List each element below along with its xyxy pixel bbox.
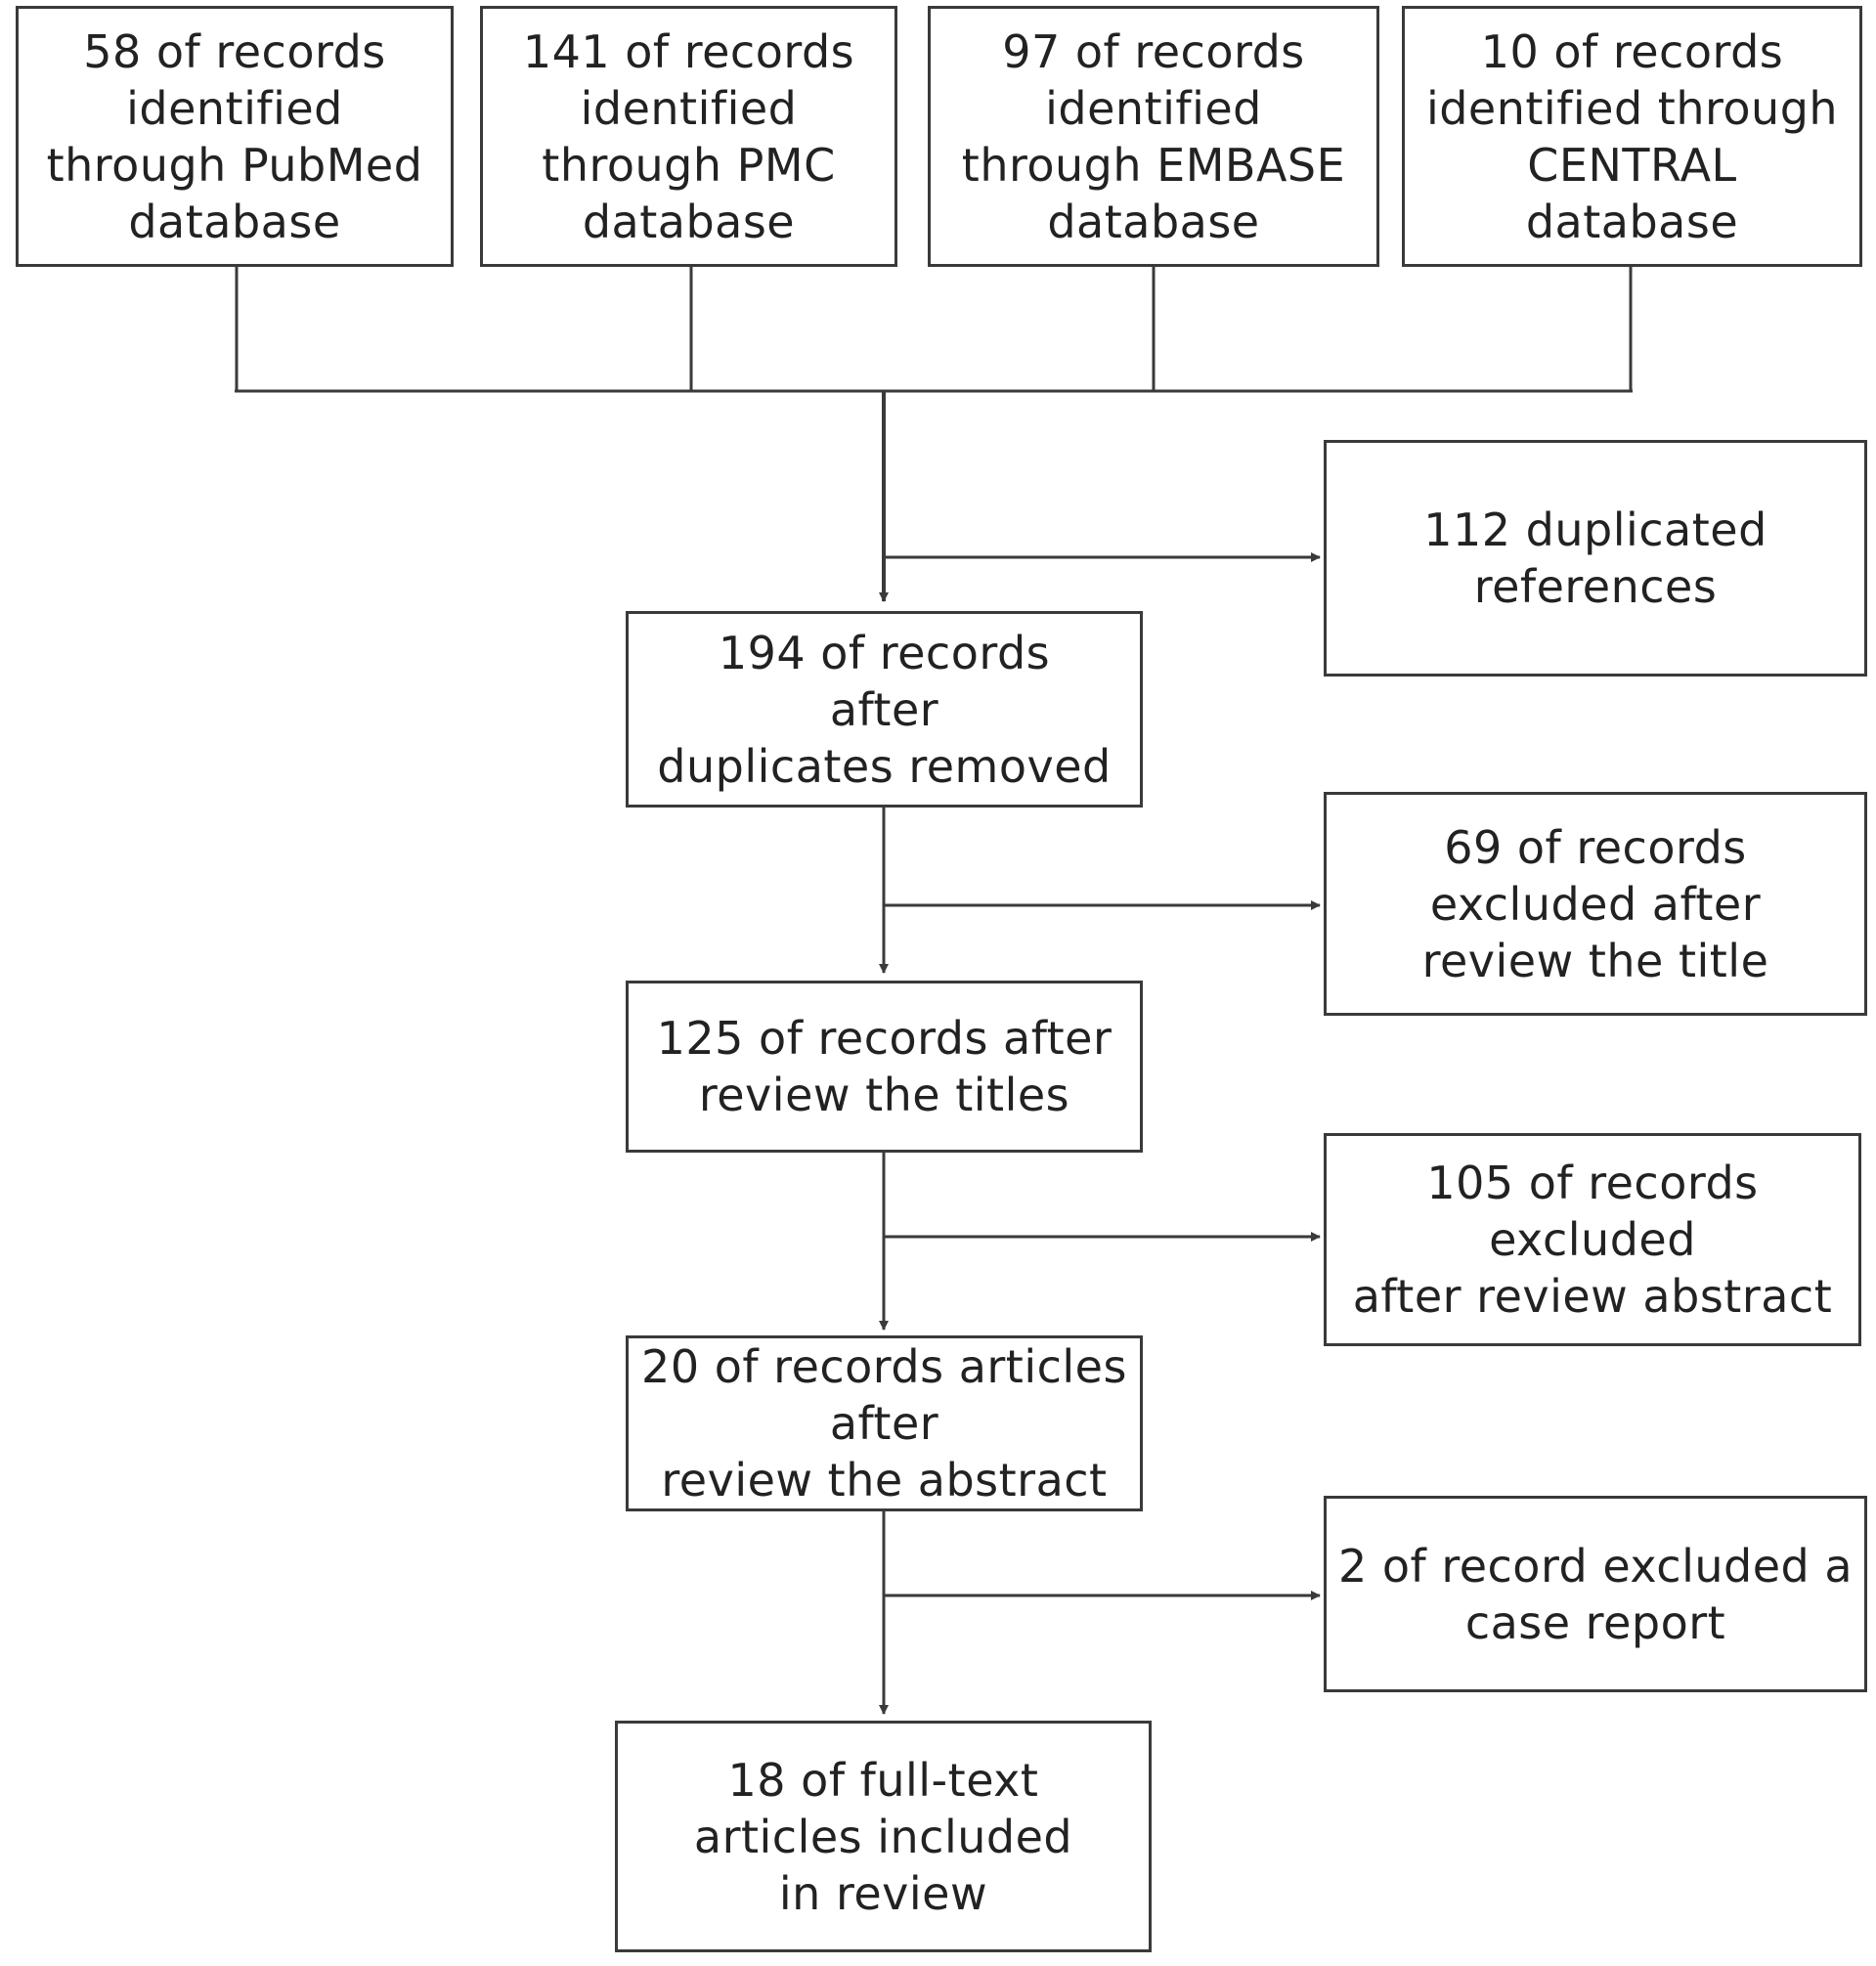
source-box-pmc: 141 of records identified through PMC da… [480, 6, 897, 267]
source-box-central: 10 of records identified through CENTRAL… [1402, 6, 1862, 267]
step-box-after-duplicates: 194 of records after duplicates removed [626, 611, 1143, 808]
exclusion-box-case-report: 2 of record excluded a case report [1324, 1496, 1867, 1692]
source-box-pubmed: 58 of records identified through PubMed … [16, 6, 454, 267]
step-box-after-abstract: 20 of records articles after review the … [626, 1335, 1143, 1511]
step-box-included: 18 of full-text articles included in rev… [615, 1721, 1152, 1952]
step-box-after-titles: 125 of records after review the titles [626, 981, 1143, 1153]
exclusion-box-title: 69 of records excluded after review the … [1324, 792, 1867, 1016]
source-box-embase: 97 of records identified through EMBASE … [928, 6, 1379, 267]
exclusion-box-abstract: 105 of records excluded after review abs… [1324, 1133, 1861, 1346]
exclusion-box-duplicated: 112 duplicated references [1324, 440, 1867, 677]
